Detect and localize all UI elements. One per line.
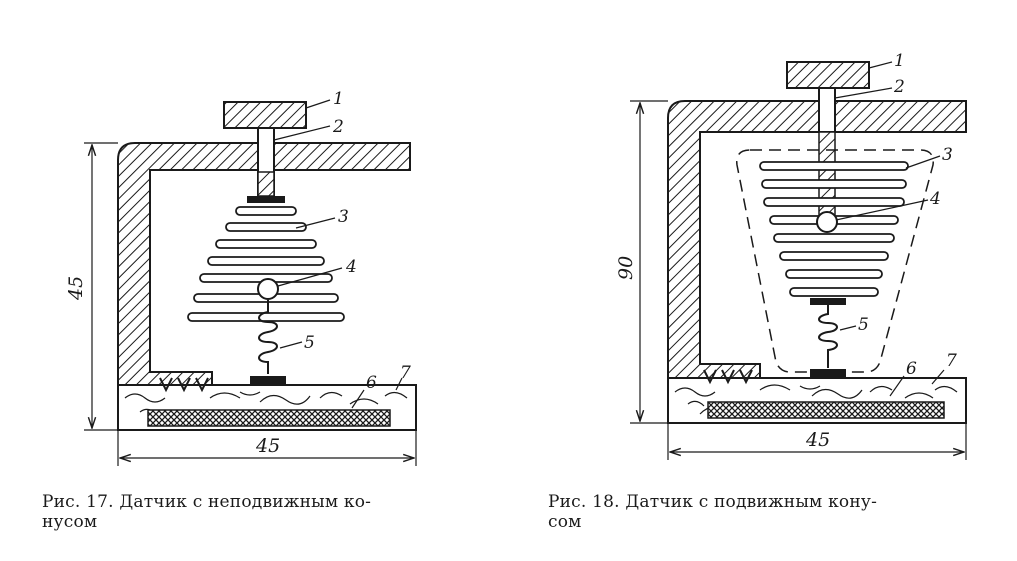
caption-17-line2: нусом: [42, 512, 98, 532]
label-1: 1: [333, 89, 344, 109]
label-1: 1: [894, 51, 905, 71]
knob: [786, 61, 870, 89]
leaders: [273, 99, 403, 409]
label-3: 3: [338, 207, 349, 227]
screw-tip: [257, 171, 275, 197]
housing: [117, 142, 411, 386]
caption-figure-17: Рис. 17. Датчик с неподвижным ко- нусом: [42, 492, 482, 532]
caption-figure-18: Рис. 18. Датчик с подвижным кону- сом: [548, 492, 988, 532]
dim-height-17: 45: [65, 276, 87, 301]
label-5: 5: [304, 333, 315, 353]
ball: [816, 211, 838, 233]
sensor-pad: [147, 409, 391, 427]
label-6: 6: [906, 359, 917, 379]
top-contact: [247, 196, 285, 203]
label-7: 7: [946, 351, 957, 371]
label-4: 4: [929, 189, 941, 209]
cone-coils: [759, 161, 909, 297]
dimension-lines: [630, 100, 967, 460]
figure-17: 1 2 3 4 5 6 7 45 45: [65, 89, 417, 466]
label-4: 4: [345, 257, 357, 277]
knob: [223, 101, 307, 129]
dim-width-18: 45: [805, 429, 830, 451]
small-spring: [818, 305, 838, 368]
label-7: 7: [400, 363, 411, 383]
bottom-contact: [250, 376, 286, 384]
small-spring: [258, 300, 278, 374]
label-5: 5: [858, 315, 869, 335]
caption-18-line1: Рис. 18. Датчик с подвижным кону-: [548, 492, 878, 512]
dim-width-17: 45: [255, 435, 280, 457]
ball: [257, 278, 279, 300]
housing: [667, 100, 967, 379]
label-3: 3: [942, 145, 953, 165]
dim-height-18: 90: [615, 256, 637, 280]
cone-coils: [187, 206, 345, 322]
figure-18: 1 2 3 4 5 6 7 90 45: [615, 51, 967, 460]
top-contact: [810, 298, 846, 305]
caption-17-line1: Рис. 17. Датчик с неподвижным ко-: [42, 492, 372, 512]
screws: [703, 369, 753, 385]
sensor-pad: [707, 401, 945, 419]
screw-shaft: [818, 87, 836, 133]
screws: [159, 377, 209, 393]
label-6: 6: [366, 373, 377, 393]
caption-18-line2: сом: [548, 512, 582, 532]
label-2: 2: [893, 77, 905, 97]
dimension-lines: [84, 142, 417, 466]
leaders: [834, 61, 945, 397]
label-2: 2: [332, 117, 344, 137]
bottom-contact: [810, 369, 846, 377]
